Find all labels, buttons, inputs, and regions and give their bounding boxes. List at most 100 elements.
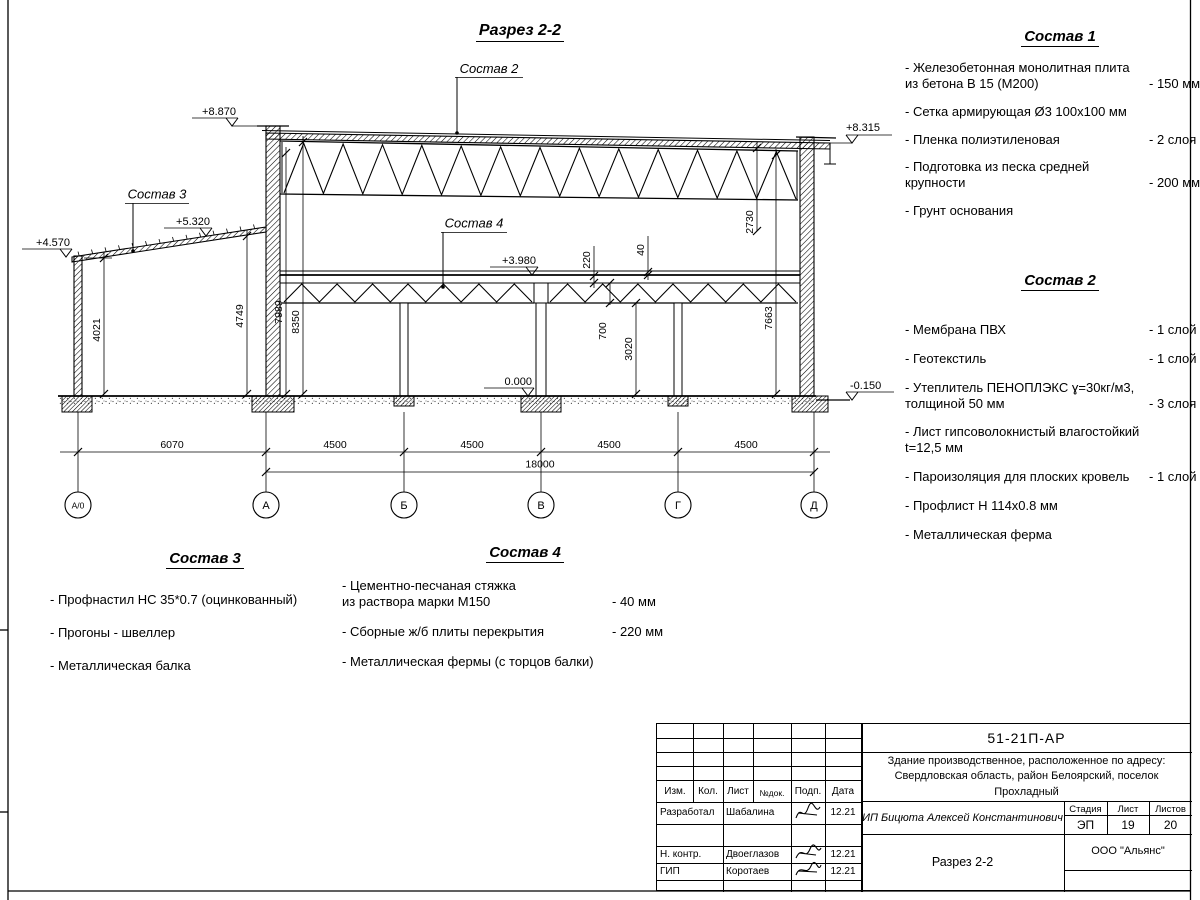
list-item: - Металлическая фермы (с торцов балки) bbox=[342, 653, 594, 669]
drawing-title: Разрез 2-2 bbox=[420, 22, 620, 42]
axis-label: Д bbox=[810, 500, 818, 512]
axis-label: А bbox=[262, 500, 270, 512]
foundation bbox=[791, 395, 829, 413]
list-item: - Грунт основания bbox=[905, 203, 1014, 219]
list-item: - Лист гипсоволокнистый влагостойкий t=1… bbox=[905, 424, 1140, 456]
sheet-title: Разрез 2-2 bbox=[931, 855, 994, 869]
col-podp: Подп. bbox=[794, 786, 822, 797]
foundation bbox=[251, 395, 295, 413]
dim-220: 220 bbox=[581, 251, 593, 269]
axis-label: В bbox=[537, 500, 544, 512]
stage-value: ЭП bbox=[1076, 818, 1095, 832]
list-item: - Сетка армирующая Ø3 100х100 мм bbox=[905, 103, 1127, 119]
dim-4021: 4021 bbox=[91, 318, 103, 342]
dim-6070: 6070 bbox=[160, 439, 184, 451]
sheet-value: 19 bbox=[1121, 818, 1135, 832]
col-ndok: №док. bbox=[759, 788, 785, 798]
comp1-list: - Железобетонная монолитная плита из бет… bbox=[905, 60, 1200, 231]
row-ncontrol-role: Н. контр. bbox=[660, 849, 702, 860]
truss-webs bbox=[77, 141, 797, 303]
dimension-lines bbox=[60, 136, 830, 492]
foundation bbox=[61, 395, 93, 413]
list-item: - Прогоны - швеллер bbox=[50, 624, 176, 640]
row-developer-date: 12.21 bbox=[830, 807, 856, 818]
list-item: - Мембрана ПВХ- 1 слой bbox=[905, 322, 1197, 337]
sheet-label: Лист bbox=[1117, 804, 1139, 815]
axis-label: Б bbox=[400, 500, 407, 512]
leader-sostav-4: Состав 4 bbox=[445, 216, 504, 231]
list-item: - Цементно-песчаная стяжка из раствора м… bbox=[342, 578, 656, 609]
row-developer-name: Шабалина bbox=[726, 807, 775, 818]
dim-7663: 7663 bbox=[763, 306, 775, 330]
leader-labels: Состав 2 Состав 3 Состав 4 bbox=[125, 61, 523, 289]
row-gip-name: Коротаев bbox=[726, 866, 770, 877]
dim-4749: 4749 bbox=[234, 304, 246, 328]
left-main-wall bbox=[265, 125, 281, 397]
axis-label: А/0 bbox=[72, 501, 85, 511]
elevation-8315: +8.315 bbox=[846, 122, 880, 134]
signature-gip bbox=[795, 861, 822, 876]
axis-label: Г bbox=[675, 500, 681, 512]
list-item: - Утеплитель ПЕНОПЛЭКС ɣ=30кг/м3, толщин… bbox=[905, 379, 1197, 411]
truss-bottom-chord bbox=[279, 193, 799, 201]
comp3-list: - Профнастил НС 35*0.7 (оцинкованный) - … bbox=[50, 592, 330, 691]
elevation-8870: +8.870 bbox=[202, 106, 236, 118]
list-item: - Профлист Н 114х0.8 мм bbox=[905, 498, 1058, 514]
dim-4500: 4500 bbox=[323, 439, 347, 451]
column-b bbox=[399, 302, 409, 397]
floor-beam bbox=[533, 282, 549, 304]
row-gip-date: 12.21 bbox=[830, 866, 856, 877]
doc-number: 51-21П-АР bbox=[987, 730, 1066, 746]
list-item: - Железобетонная монолитная плита из бет… bbox=[905, 60, 1200, 91]
sheets-value: 20 bbox=[1163, 818, 1178, 832]
column-v bbox=[535, 302, 547, 397]
comp2-list: - Мембрана ПВХ- 1 слой - Геотекстиль- 1 … bbox=[905, 322, 1197, 556]
row-developer-role: Разработал bbox=[660, 807, 715, 818]
axis-bubbles: А/0 А Б В Г Д bbox=[64, 491, 828, 519]
dim-700: 700 bbox=[597, 322, 609, 340]
list-item: - Подготовка из песка средней крупности-… bbox=[905, 159, 1200, 191]
leader-sostav-3: Состав 3 bbox=[128, 187, 187, 202]
list-item: - Геотекстиль- 1 слой bbox=[905, 350, 1197, 366]
row-ncontrol-name: Двоеглазов bbox=[726, 849, 780, 860]
elevation-marks: +8.870 +8.315 +5.320 +4.570 +3.980 0.000… bbox=[22, 106, 894, 401]
dim-7989: 7989 bbox=[273, 300, 285, 324]
dim-4500: 4500 bbox=[597, 439, 621, 451]
elevation-minus-0150: -0.150 bbox=[850, 380, 881, 392]
dim-40: 40 bbox=[635, 244, 647, 256]
building-structure bbox=[58, 125, 850, 413]
comp2-title: Состав 2 bbox=[960, 272, 1160, 291]
dim-2730: 2730 bbox=[744, 210, 756, 234]
list-item: - Профнастил НС 35*0.7 (оцинкованный) bbox=[50, 592, 298, 607]
elevation-5320: +5.320 bbox=[176, 216, 210, 228]
dim-4500: 4500 bbox=[460, 439, 484, 451]
list-item: - Пароизоляция для плоских кровель- 1 сл… bbox=[905, 469, 1197, 485]
truss-top-chord bbox=[279, 140, 799, 152]
right-main-wall bbox=[799, 136, 815, 397]
col-kol: Кол. bbox=[698, 786, 718, 797]
project-name: Здание производственное, расположенное п… bbox=[887, 755, 1166, 798]
dim-8350: 8350 bbox=[290, 310, 302, 334]
customer-name: ИП Бицюта Алексей Константинович bbox=[862, 812, 1063, 824]
col-data: Дата bbox=[831, 786, 855, 797]
foundation bbox=[520, 395, 562, 413]
dimension-texts: 6070 4500 4500 4500 4500 18000 4021 4749… bbox=[91, 210, 775, 470]
elevation-3980: +3.980 bbox=[502, 255, 536, 267]
row-ncontrol-date: 12.21 bbox=[830, 849, 856, 860]
organization-name: ООО "Альянс" bbox=[1091, 845, 1165, 857]
list-item: - Пленка полиэтиленовая- 2 слоя bbox=[905, 131, 1197, 147]
titleblock: Изм. Кол. Лист №док. Подп. Дата Разработ… bbox=[656, 723, 1192, 892]
foundation bbox=[667, 395, 689, 407]
elevation-4570: +4.570 bbox=[36, 237, 70, 249]
comp4-list: - Цементно-песчаная стяжка из раствора м… bbox=[342, 578, 690, 683]
list-item: - Металлическая балка bbox=[50, 657, 191, 673]
comp1-title: Состав 1 bbox=[960, 28, 1160, 47]
leader-sostav-2: Состав 2 bbox=[460, 61, 519, 76]
comp4-title: Состав 4 bbox=[440, 544, 610, 563]
dim-18000: 18000 bbox=[525, 459, 554, 471]
stage-label: Стадия bbox=[1069, 804, 1102, 815]
sheets-label: Листов bbox=[1155, 804, 1186, 815]
signature-ncontrol bbox=[795, 844, 822, 859]
